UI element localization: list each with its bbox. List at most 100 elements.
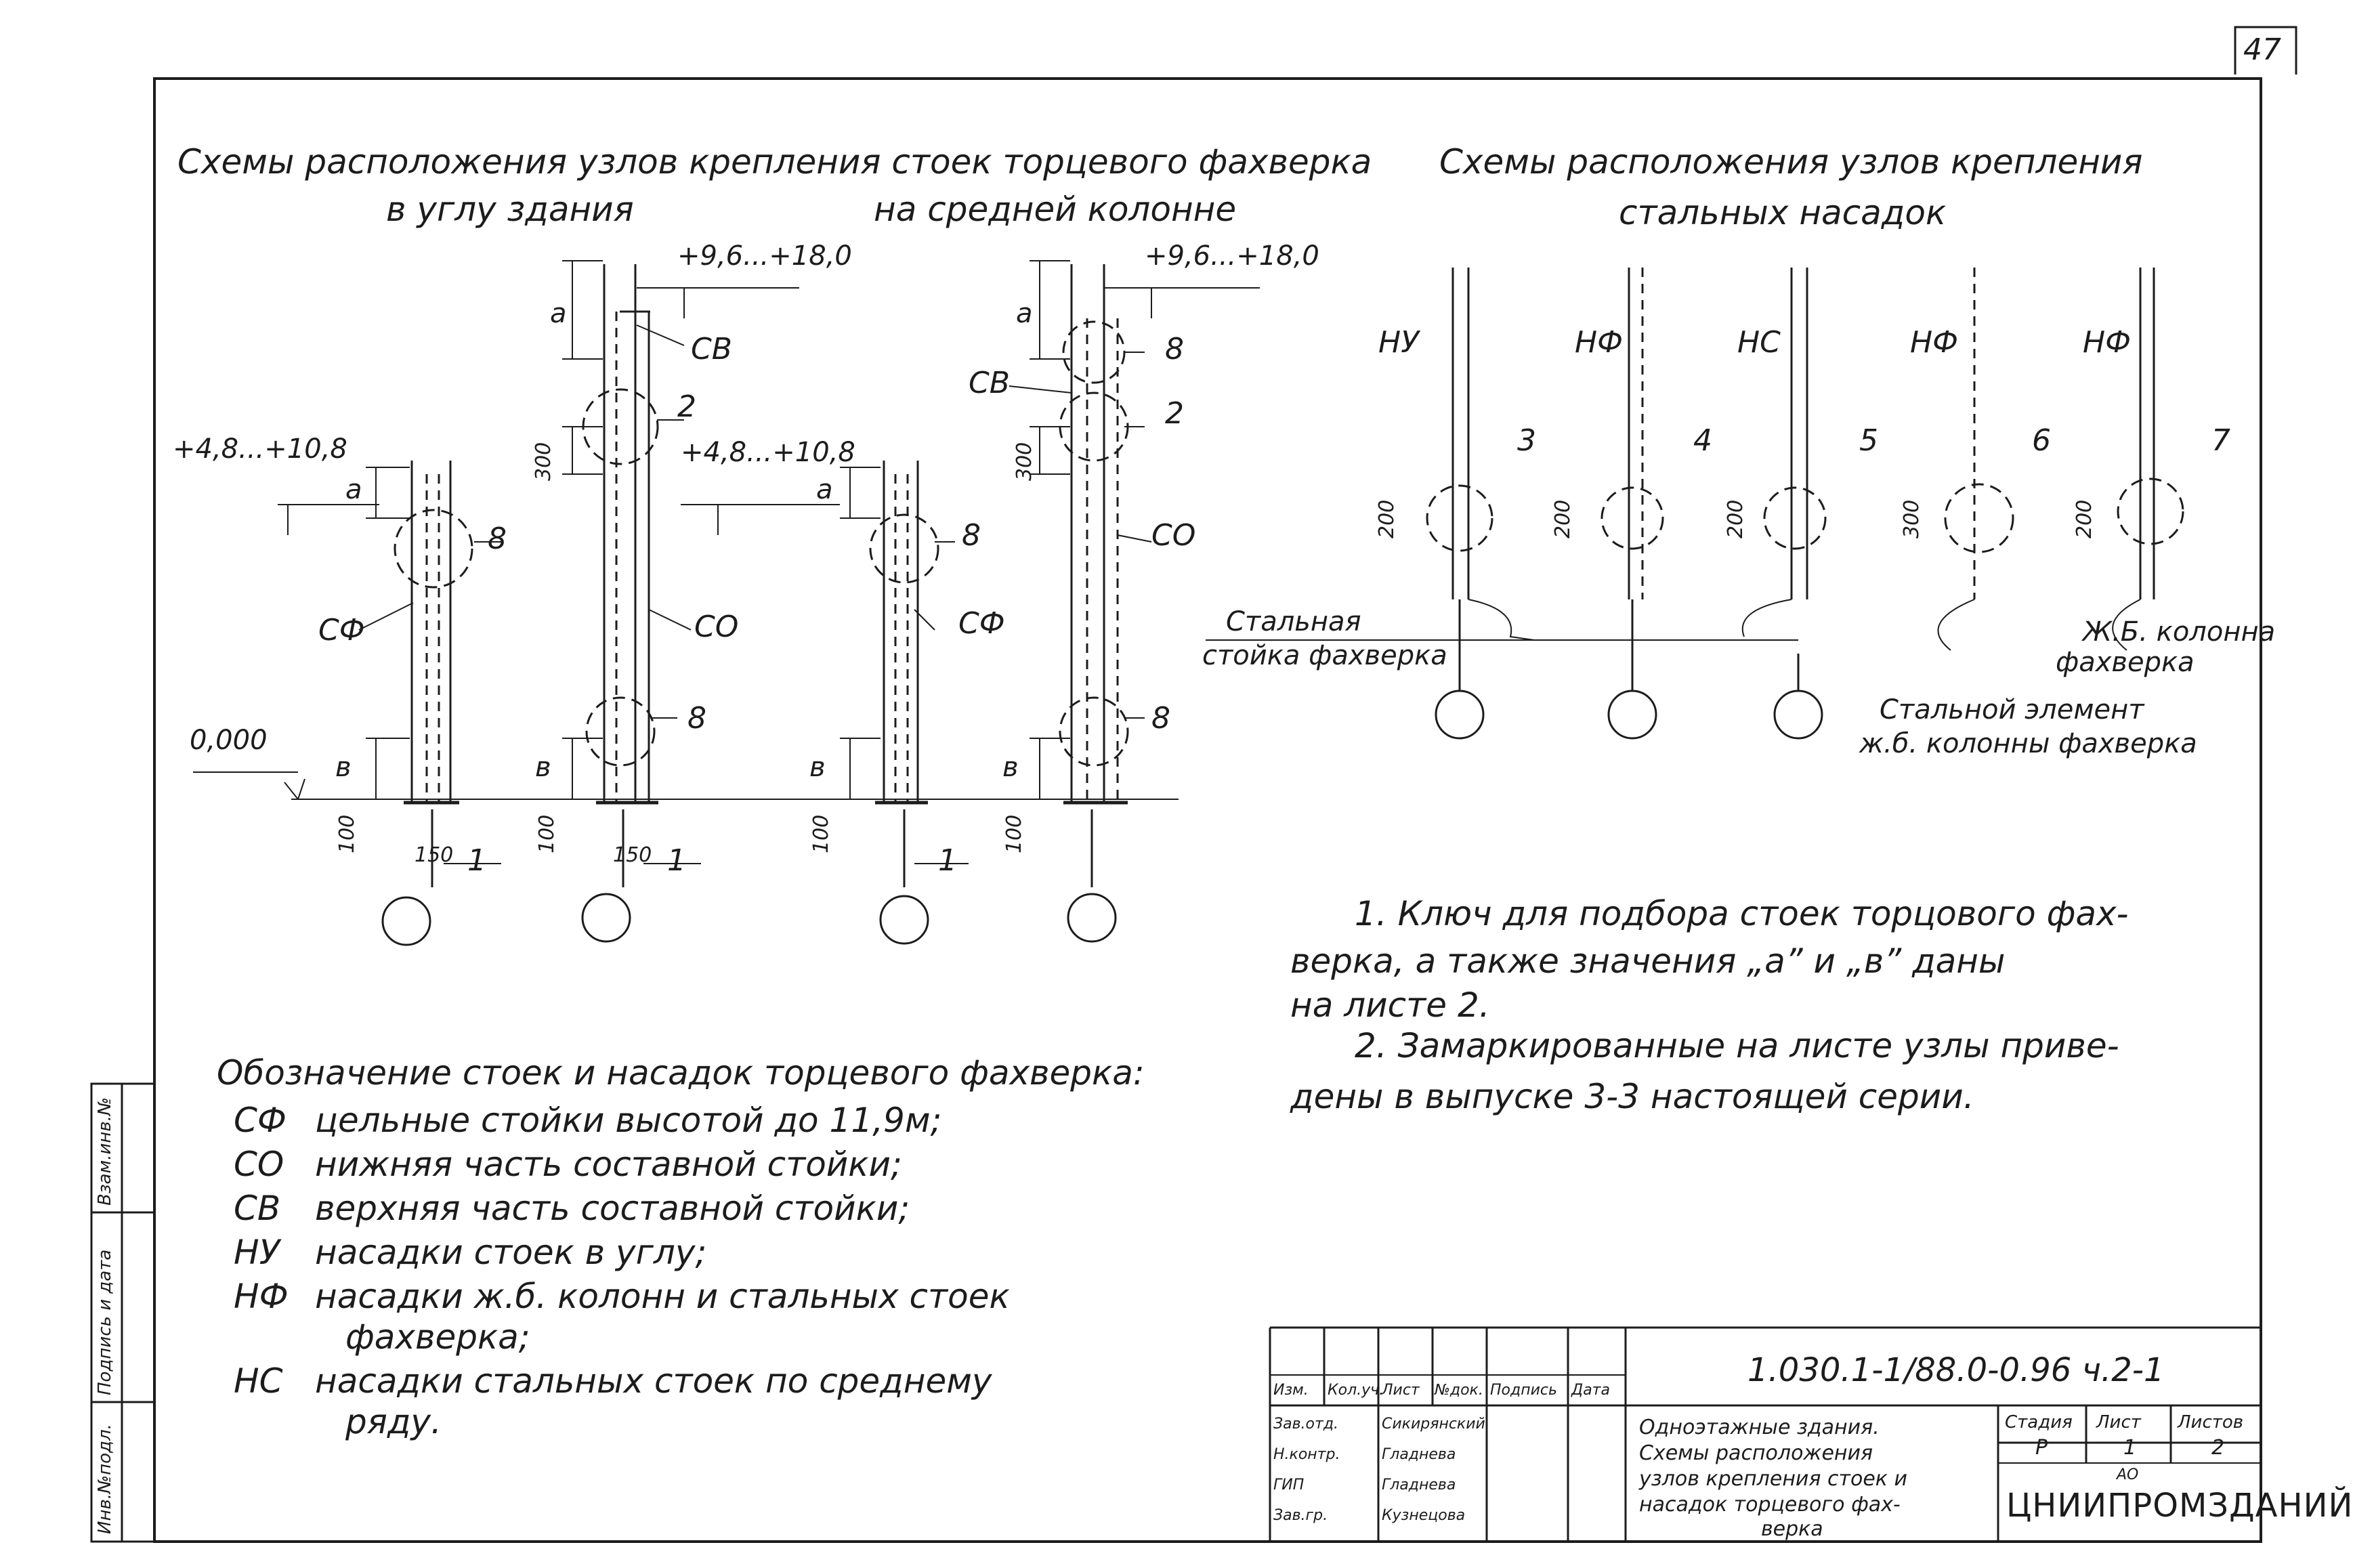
legend-code-so: СО: [234, 1145, 284, 1184]
label-so-2: СО: [1151, 518, 1196, 553]
dim-100-3: 100: [809, 814, 833, 853]
tb-title-3: насадок торцевого фах-: [1639, 1493, 1901, 1517]
legend-text-ns-cont: ряду.: [345, 1402, 442, 1441]
label-sv-1: СВ: [691, 332, 732, 366]
side-stamp-sign: Подпись и дата: [95, 1249, 115, 1395]
node-1-b: 1: [667, 843, 686, 878]
legend-text-nf-cont: фахверка;: [345, 1317, 530, 1357]
note-line-5: дены в выпуске 3-3 настоящей серии.: [1290, 1077, 1974, 1116]
column-middle-sf: [869, 461, 939, 945]
node-8-e: 8: [1151, 701, 1170, 736]
node-1-a: 1: [467, 843, 486, 878]
side-stamp-lines: [90, 1082, 156, 1543]
dim-300-1: 300: [532, 442, 555, 481]
node-7: 7: [2211, 423, 2230, 458]
node-8-b: 8: [488, 522, 507, 556]
dim-a-1: a: [550, 298, 567, 329]
sheet-number: 47: [2243, 33, 2281, 67]
legend-code-sv: СВ: [234, 1189, 281, 1228]
tb-organization: ЦНИИПРОМЗДАНИЙ: [2006, 1487, 2353, 1525]
tb-org-small: АО: [2117, 1466, 2139, 1483]
legend-text-nu: насадки стоек в углу;: [315, 1233, 707, 1272]
note-line-1: 1. Ключ для подбора стоек торцового фах-: [1355, 894, 2129, 933]
legend-code-sf: СФ: [234, 1101, 287, 1140]
legend-text-so: нижняя часть составной стойки;: [315, 1145, 902, 1184]
elevation-zero: 0,000: [190, 725, 268, 756]
dim-300-2: 300: [1013, 442, 1036, 481]
tb-title-2: узлов крепления стоек и: [1639, 1467, 1907, 1491]
tb-title-4: верка: [1761, 1517, 1823, 1541]
caps-group: [1206, 268, 2184, 740]
tb-stage: Р: [2035, 1436, 2048, 1460]
steel-post-note-1: Стальная: [1226, 606, 1361, 637]
rc-note-2: фахверка: [2056, 647, 2195, 678]
dim-200-1: 200: [1375, 499, 1399, 538]
left-subtitle-middle: на средней колонне: [874, 190, 1237, 229]
legend-text-ns: насадки стальных стоек по среднему: [315, 1361, 992, 1401]
label-nf-1: НФ: [1575, 325, 1623, 360]
rc-note-1: Ж.Б. колонна: [2083, 616, 2276, 648]
column-middle-so-sv: [1059, 264, 1129, 943]
tb-name-2: Гладнева: [1382, 1477, 1456, 1493]
right-subtitle: стальных насадок: [1619, 193, 1947, 232]
tb-name-0: Сикирянский: [1382, 1416, 1485, 1433]
dim-a-4: a: [816, 474, 833, 505]
node-3: 3: [1517, 423, 1536, 458]
dim-100-2: 100: [535, 814, 559, 853]
column-corner-sf: [381, 461, 473, 946]
tb-sheets: 2: [2211, 1436, 2225, 1460]
dim-b-3: в: [809, 752, 826, 783]
tb-header-izm: Изм.: [1273, 1382, 1309, 1399]
steel-post-note-2: стойка фахверка: [1202, 640, 1447, 671]
tb-title-0: Одноэтажные здания.: [1639, 1416, 1880, 1439]
tb-header-list: Лист: [1382, 1382, 1420, 1399]
dim-a-3: a: [345, 474, 362, 505]
tb-name-3: Кузнецова: [1382, 1507, 1466, 1524]
tb-header-koluch: Кол.уч.: [1328, 1382, 1384, 1399]
tb-stage-header: Стадия: [2005, 1412, 2073, 1433]
tb-header-sign: Подпись: [1490, 1382, 1557, 1399]
tb-header-date: Дата: [1571, 1382, 1610, 1399]
legend-text-sv: верхняя часть составной стойки;: [315, 1189, 910, 1228]
node-8-a: 8: [1165, 332, 1184, 366]
dim-200-3: 200: [1724, 499, 1747, 538]
legend-text-nf: насадки ж.б. колонн и стальных стоек: [315, 1277, 1010, 1316]
node-1-c: 1: [938, 843, 957, 878]
dim-200-2: 200: [1551, 499, 1575, 538]
dim-100-4: 100: [1002, 814, 1026, 853]
node-4: 4: [1693, 423, 1712, 458]
node-8-c: 8: [962, 518, 981, 553]
side-stamp-inv: Инв.№подл.: [95, 1424, 115, 1534]
side-stamp-replace: Взам.инв.№: [95, 1097, 115, 1206]
label-sf-1: СФ: [318, 613, 365, 648]
left-title: Схемы расположения узлов крепления стоек…: [177, 142, 1372, 182]
elevation-mid-corner: +4,8...+10,8: [173, 433, 347, 465]
right-title: Схемы расположения узлов крепления: [1439, 142, 2143, 182]
label-ns: НС: [1737, 325, 1781, 360]
tb-sheets-header: Листов: [2178, 1412, 2244, 1433]
tb-title-1: Схемы расположения: [1639, 1441, 1873, 1465]
dimension-lines: [193, 260, 1260, 864]
dim-a-2: a: [1016, 298, 1033, 329]
dim-b-4: в: [1002, 752, 1019, 783]
tb-header-doc: №док.: [1435, 1382, 1483, 1399]
column-corner-so-sv: [581, 264, 659, 943]
tb-sheet: 1: [2123, 1436, 2137, 1460]
legend-text-sf: цельные стойки высотой до 11,9м;: [315, 1101, 942, 1140]
tb-role-1: Н.контр.: [1273, 1446, 1340, 1463]
elevation-top-corner: +9,6...+18,0: [677, 240, 852, 272]
title-block-lines: [1269, 1326, 2261, 1542]
elevation-top-middle: +9,6...+18,0: [1145, 240, 1319, 272]
label-nu: НУ: [1378, 325, 1419, 360]
legend-code-nu: НУ: [234, 1233, 280, 1272]
elevation-mid-middle: +4,8...+10,8: [681, 437, 855, 468]
legend-code-ns: НС: [234, 1361, 283, 1401]
node-2-b: 2: [1165, 396, 1184, 431]
dim-100-1: 100: [335, 814, 359, 853]
tb-role-2: ГИП: [1273, 1477, 1305, 1493]
label-nf-2: НФ: [1910, 325, 1958, 360]
legend-code-nf: НФ: [234, 1277, 289, 1316]
node-6: 6: [2032, 423, 2051, 458]
note-line-4: 2. Замаркированные на листе узлы приве-: [1355, 1026, 2119, 1065]
